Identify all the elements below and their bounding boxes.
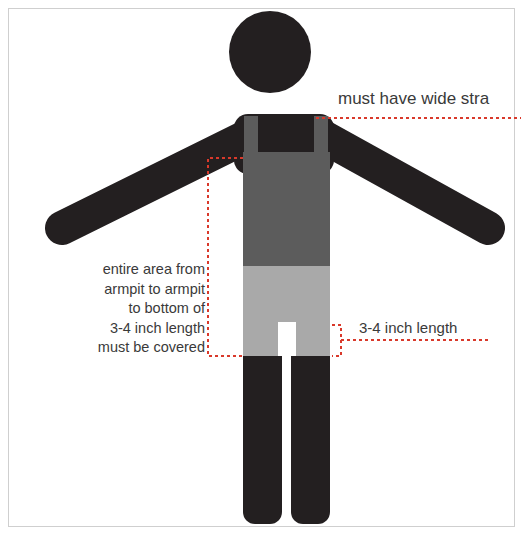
note-line: must be covered bbox=[98, 338, 205, 358]
strap-note: must have wide stra bbox=[338, 89, 489, 109]
figure-head bbox=[229, 11, 311, 93]
left-leg bbox=[243, 340, 282, 524]
coverage-note: entire area from armpit to armpit to bot… bbox=[98, 260, 205, 358]
suit-shorts bbox=[243, 266, 330, 356]
left-arm bbox=[62, 135, 250, 228]
right-leg bbox=[291, 340, 330, 524]
note-line: armpit to armpit bbox=[98, 280, 205, 300]
note-line: to bottom of bbox=[98, 299, 205, 319]
left-strap bbox=[244, 116, 258, 156]
length-note: 3-4 inch length bbox=[359, 319, 457, 336]
note-line: entire area from bbox=[98, 260, 205, 280]
length-bracket bbox=[332, 325, 341, 356]
note-line: 3-4 inch length bbox=[98, 319, 205, 339]
leg-gap bbox=[278, 322, 296, 356]
right-arm bbox=[320, 135, 488, 228]
length-leader-line bbox=[341, 339, 488, 341]
suit-top bbox=[243, 152, 330, 266]
coverage-bracket bbox=[208, 158, 243, 356]
frame-border bbox=[9, 9, 515, 527]
right-strap bbox=[314, 116, 328, 156]
strap-leader-line bbox=[316, 117, 521, 119]
